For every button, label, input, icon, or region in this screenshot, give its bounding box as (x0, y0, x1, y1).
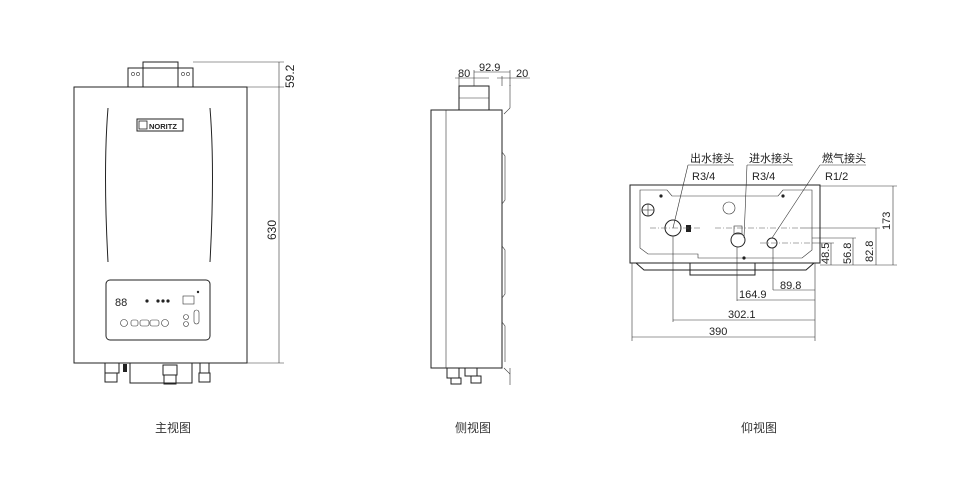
logo-text: NORITZ (149, 122, 177, 131)
dim-56-8: 56.8 (842, 243, 854, 264)
outlet-water-label: 出水接头 (690, 151, 734, 165)
front-view-caption: 主视图 (155, 420, 191, 435)
set-button[interactable] (161, 319, 169, 327)
bottom-dimensions: 173 82.8 56.8 48.5 89.8 164.9 302.1 390 (631, 185, 897, 341)
front-view: NORITZ 88 5 (73, 61, 297, 435)
control-panel: 88 (105, 279, 211, 341)
side-body (430, 109, 503, 369)
power-button[interactable] (120, 319, 128, 327)
dim-48-5: 48.5 (820, 243, 832, 264)
top-bracket (127, 61, 194, 88)
dim-630: 630 (265, 220, 279, 240)
dim-82-8: 82.8 (864, 241, 876, 262)
inlet-water-fitting (715, 201, 800, 248)
front-dimensions: 59.2 630 (193, 61, 297, 364)
gas-fitting (760, 237, 812, 249)
up-button[interactable] (139, 319, 150, 327)
gas-label: 燃气接头 (822, 151, 866, 165)
outlet-water-size: R3/4 (692, 171, 715, 183)
gas-size: R1/2 (825, 171, 848, 183)
dim-59-2: 59.2 (283, 64, 297, 88)
dim-92-9: 92.9 (479, 62, 500, 74)
side-dimensions: 80 92.9 20 (455, 62, 530, 86)
side-view: 80 92.9 20 侧视图 (430, 62, 530, 435)
down-button[interactable] (149, 319, 160, 327)
dim-20: 20 (516, 68, 528, 80)
outlet-water-fitting (650, 219, 700, 237)
dim-173: 173 (881, 212, 893, 230)
side-fittings (446, 367, 482, 385)
mode-button[interactable] (130, 319, 139, 327)
bottom-view: 出水接头 R3/4 进水接头 R3/4 燃气接头 R1/2 173 82.8 5… (629, 151, 897, 435)
side-view-caption: 侧视图 (455, 420, 491, 435)
dim-390: 390 (709, 326, 727, 338)
connection-labels: 出水接头 R3/4 进水接头 R3/4 燃气接头 R1/2 (672, 151, 866, 239)
dim-302-1: 302.1 (728, 309, 756, 321)
front-contour-lines (105, 107, 213, 263)
dim-89-8: 89.8 (780, 280, 801, 292)
bottom-body (629, 184, 821, 264)
bottom-view-caption: 仰视图 (741, 420, 777, 435)
display-digits: 88 (115, 297, 127, 309)
inlet-water-size: R3/4 (752, 171, 775, 183)
inlet-water-label: 进水接头 (749, 152, 793, 165)
dim-164-9: 164.9 (739, 289, 767, 301)
center-tab (689, 262, 756, 276)
noritz-logo: NORITZ (136, 118, 184, 132)
bottom-fittings (104, 362, 211, 385)
dim-80: 80 (458, 68, 470, 80)
